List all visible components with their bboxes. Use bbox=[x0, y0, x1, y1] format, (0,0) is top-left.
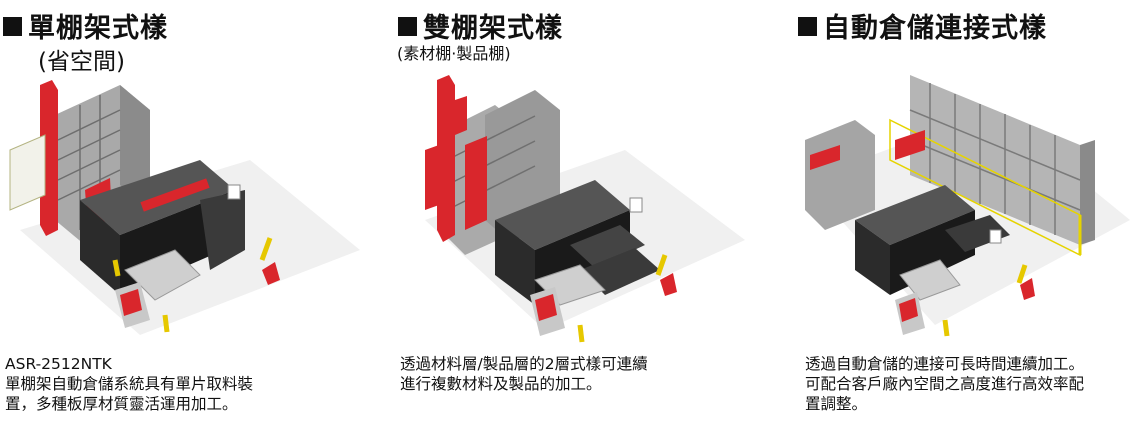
section-title: 自動倉儲連接式樣 bbox=[798, 6, 1047, 45]
section-description: 透過自動倉儲的連接可長時間連續加工。 可配合客戶廠內空間之高度進行高效率配 置調… bbox=[805, 354, 1134, 414]
description-line: 透過材料層/製品層的2層式樣可連續 bbox=[400, 355, 648, 373]
square-bullet-icon bbox=[3, 17, 22, 36]
section-automated-warehouse: 自動倉儲連接式樣 透過自動倉儲的連接可長時間連續加工。 bbox=[795, 0, 1134, 434]
section-description: 透過材料層/製品層的2層式樣可連續 進行複數材料及製品的加工。 bbox=[400, 354, 735, 394]
description-line: 單棚架自動倉儲系統具有單片取料裝 bbox=[5, 375, 254, 393]
section-subtitle: (省空間) bbox=[38, 49, 125, 75]
double-shelf-system-illustration bbox=[425, 75, 745, 343]
description-line: 置調整。 bbox=[805, 395, 868, 413]
section-double-shelf: 雙棚架式樣 (素材棚·製品棚) 透過材料層/ bbox=[395, 0, 775, 434]
single-shelf-system-illustration bbox=[9, 80, 360, 335]
description-line: 可配合客戶廠內空間之高度進行高效率配 bbox=[805, 375, 1085, 393]
section-single-shelf: 單棚架式樣 (省空間) ASR-251 bbox=[0, 0, 380, 434]
model-name: ASR-2512NTK bbox=[5, 355, 112, 373]
section-title: 單棚架式樣 bbox=[3, 6, 168, 45]
section-title: 雙棚架式樣 bbox=[398, 6, 563, 45]
square-bullet-icon bbox=[398, 17, 417, 36]
description-line: 透過自動倉儲的連接可長時間連續加工。 bbox=[805, 355, 1085, 373]
square-bullet-icon bbox=[798, 17, 817, 36]
description-line: 進行複數材料及製品的加工。 bbox=[400, 375, 602, 393]
section-subtitle: (素材棚·製品棚) bbox=[397, 44, 511, 63]
section-description: ASR-2512NTK 單棚架自動倉儲系統具有單片取料裝 置，多種板厚材質靈活運… bbox=[5, 354, 340, 414]
warehouse-connected-system-illustration bbox=[805, 75, 1130, 337]
description-line: 置，多種板厚材質靈活運用加工。 bbox=[5, 395, 238, 413]
